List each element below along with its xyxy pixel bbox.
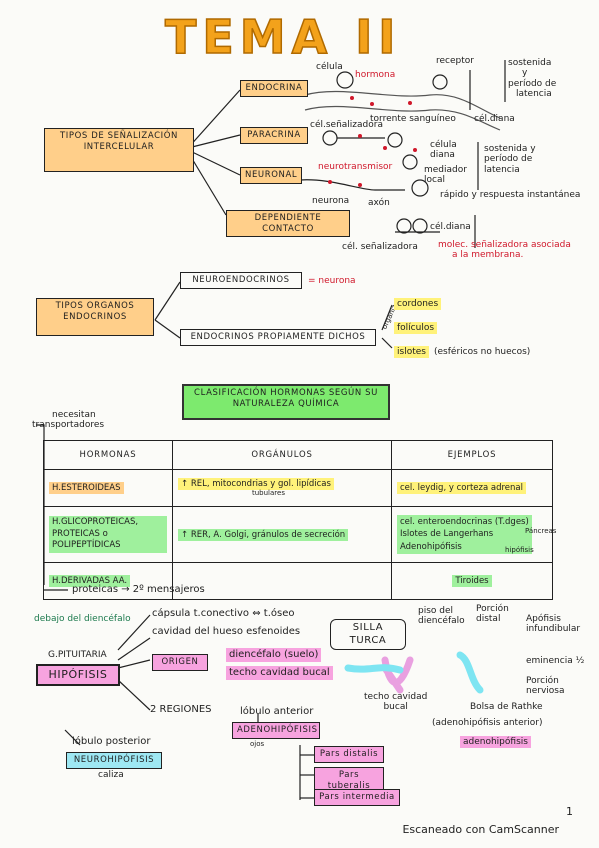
page-title: TEMA II — [164, 9, 402, 65]
row-organulo: ↑ RER, A. Golgi, gránulos de secreción — [178, 528, 349, 541]
label-celula: célula — [316, 62, 343, 72]
row-ejemplo: Tiroides — [452, 575, 492, 587]
silla-box: SILLA TURCA — [330, 619, 406, 650]
type-neuronal: NEURONAL — [240, 167, 302, 184]
item-cordones: cordones — [394, 298, 442, 311]
table-row: H.DERIVADAS AA. Tiroides — [43, 562, 553, 600]
neuroendocrinos-box: NEUROENDOCRINOS — [180, 272, 302, 289]
label-endo-diana: cél.diana — [474, 114, 515, 124]
row-organulo: ↑ REL, mitocondrias y gol. lipídicas — [178, 478, 334, 490]
type-contacto: DEPENDIENTE CONTACTO — [226, 210, 350, 238]
label-para-senal: cél.señalizadora — [310, 120, 383, 130]
islotes-note: (esféricos no huecos) — [434, 347, 531, 357]
th-hormonas: HORMONAS — [43, 440, 173, 470]
label-contact-senal: cél. señalizadora — [342, 242, 418, 252]
adeno-label: adenohipófisis — [460, 736, 531, 749]
hipofisis-box: HIPÓFISIS — [36, 664, 120, 686]
label-neurotransmisor: neurotransmisor — [318, 162, 393, 172]
row-ejemplo: cel. leydig, y corteza adrenal — [397, 482, 526, 494]
capsula-text: cápsula t.conectivo ⇔ t.óseo — [152, 608, 295, 619]
endocrinos-box: ENDOCRINOS PROPIAMENTE DICHOS — [180, 329, 376, 346]
label-receptor: receptor — [436, 56, 474, 66]
adeno-box: ADENOHIPÓFISIS — [232, 722, 320, 739]
lobo-anterior: lóbulo anterior — [240, 706, 314, 717]
th-ejemplos: EJEMPLOS — [391, 440, 553, 470]
caliza-label: caliza — [98, 770, 124, 780]
page-number: 1 — [566, 805, 573, 818]
pars-intermedia: Pars intermedia — [314, 789, 400, 806]
row-ejemplo: cel. enteroendocrinas (T.dges) Islotes d… — [397, 515, 532, 554]
eminencia-label: eminencia ½ — [526, 656, 585, 666]
neuro-box: NEUROHIPÓFISIS — [66, 752, 162, 769]
gland-label: G.PITUITARIA — [48, 650, 107, 660]
adeno-paren: (adenohipófisis anterior) — [432, 718, 543, 728]
hormones-table: HORMONAS ORGÁNULOS EJEMPLOS H.ESTEROIDEA… — [43, 440, 557, 600]
signal-types-box: TIPOS DE SEÑALIZACIÓN INTERCELULAR — [44, 128, 194, 172]
ojos-label: ojos — [250, 740, 265, 748]
row-hormone: H.ESTEROIDEAS — [49, 482, 124, 494]
lobo-posterior: lóbulo posterior — [72, 736, 151, 747]
origen-box: ORIGEN — [152, 654, 208, 671]
origen-techo: techo cavidad bucal — [226, 666, 333, 680]
label-axon: axón — [368, 198, 390, 208]
note-hipofisis: hipófisis — [505, 546, 534, 555]
row-hormone: H.GLICOPROTEICAS, PROTEICAS o POLIPEPTÍD… — [49, 515, 167, 554]
pars-distalis: Pars distalis — [314, 746, 384, 763]
type-endocrina: ENDOCRINA — [240, 80, 308, 97]
th-organulos: ORGÁNULOS — [172, 440, 392, 470]
note-pancreas: Páncreas — [525, 527, 557, 536]
label-hormona: hormona — [355, 70, 396, 80]
organ-types-box: TIPOS ORGANOS ENDOCRINOS — [36, 298, 154, 336]
debajo-label: debajo del diencéfalo — [34, 614, 131, 624]
camscanner-footer: Escaneado con CamScanner — [402, 823, 559, 836]
proteicas-note: proteicas → 2º mensajeros — [72, 584, 205, 595]
neuro-note: rápido y respuesta instantánea — [440, 190, 581, 200]
item-foliculos: folículos — [394, 322, 438, 335]
row-hormone: H.DERIVADAS AA. — [49, 575, 131, 587]
bolsa-label: Bolsa de Rathke — [470, 702, 543, 712]
item-islotes: islotes — [394, 346, 429, 359]
table-row: H.ESTEROIDEAS ↑ REL, mitocondrias y gol.… — [43, 469, 553, 507]
classif-box: CLASIFICACIÓN HORMONAS SEGÚN SU NATURALE… — [182, 384, 390, 420]
label-para-diana: célula diana — [430, 140, 457, 161]
label-neurona: neurona — [312, 196, 350, 206]
cavidad-text: cavidad del hueso esfenoides — [152, 626, 301, 637]
row-organulo-sub: tubulares — [252, 489, 285, 497]
label-mediador: mediador local — [424, 165, 467, 186]
origen-diencefalo: diencéfalo (suelo) — [226, 648, 322, 662]
neuro-eq: = neurona — [308, 276, 356, 286]
table-row: H.GLICOPROTEICAS, PROTEICAS o POLIPEPTÍD… — [43, 506, 557, 563]
regiones-label: 2 REGIONES — [150, 704, 212, 715]
type-paracrina: PARACRINA — [240, 127, 308, 144]
label-torrente: torrente sanguíneo — [370, 114, 456, 124]
label-contact-diana: cél.diana — [430, 222, 471, 232]
